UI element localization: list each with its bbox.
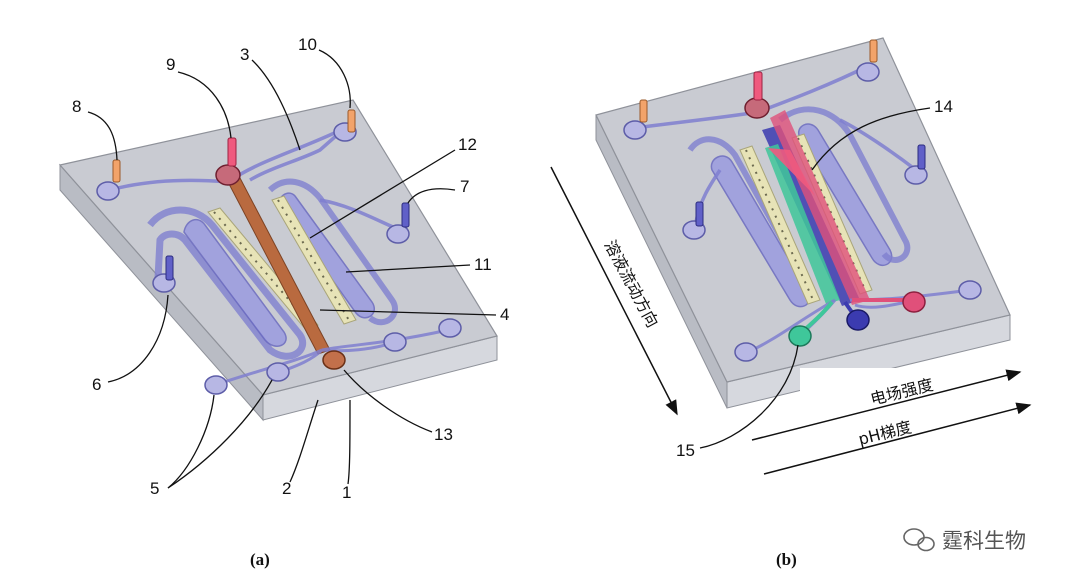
label-3: 3 [240,45,249,64]
reservoir-channel-left [183,218,287,347]
outlet-well-blue [846,309,870,331]
reservoir-well [204,375,228,395]
reservoir-channel-right [797,123,893,267]
caption-b: (b) [776,550,797,569]
electrode-dots-left [213,211,313,328]
reservoir-well [734,342,758,362]
pin-red [227,137,237,167]
outlet-well-green [788,325,812,347]
inlet-channel-network [634,63,918,223]
inlet-well [744,97,770,119]
reservoir-well [856,62,880,82]
reservoir-well [958,280,982,300]
label-6: 6 [92,375,101,394]
reservoir-channel-right [278,192,375,319]
ph-gradient-arrow [763,402,1032,475]
side-channel-right [778,106,911,263]
pin-orange [639,99,648,123]
side-channel-right [267,178,398,326]
leader-lines-a [87,49,497,489]
pin-blue [917,144,926,170]
side-channel-left [147,206,307,360]
pin-red [753,71,763,101]
label-1: 1 [342,483,351,502]
band-green [765,144,840,304]
label-12: 12 [458,135,477,154]
pin-orange [347,109,356,133]
leader-lines-b [699,107,931,449]
label-15: 15 [676,441,695,460]
reservoir-well [266,362,290,382]
label-7: 7 [460,177,469,196]
electrode-strip-right [271,195,357,325]
side-channel-left [687,136,813,292]
label-13: 13 [434,425,453,444]
reservoir-well [96,181,120,201]
watermark-text: 霆科生物 [942,529,1026,553]
label-11: 11 [474,255,492,274]
reservoir-well [383,332,407,352]
pin-orange [869,39,878,63]
reservoir-well [623,120,647,140]
pin-blue [401,202,410,228]
flow-direction-arrow [550,166,678,416]
pin-blue [165,255,174,281]
panel-b: 溶液流动方向 电场强度 pH梯度 14 15 (b) [550,37,1040,569]
label-8: 8 [72,97,81,116]
reservoir-well [438,318,462,338]
label-4: 4 [500,305,509,324]
reservoir-well [386,224,410,244]
outlet-well-brown [322,350,346,370]
reservoir-well [904,165,928,185]
field-strength-arrow [751,369,1022,441]
panel-a: 8 9 3 10 12 7 11 4 6 13 5 2 1 (a) [58,35,509,569]
watermark: 霆科生物 [903,528,1026,553]
label-2: 2 [282,479,291,498]
label-9: 9 [166,55,175,74]
outlet-well-red [902,291,926,313]
label-14: 14 [934,97,953,116]
label-backdrop [800,368,1040,416]
electrode-strip-left [739,145,821,305]
inlet-channel-network [109,126,401,232]
ph-gradient-label: pH梯度 [856,417,913,449]
wechat-icon [903,528,935,552]
pin-orange [112,159,121,183]
band-red [770,110,870,305]
red-wedge [768,148,815,196]
label-5: 5 [150,479,159,498]
pin-blue [695,201,704,227]
label-10: 10 [298,35,317,54]
caption-a: (a) [250,550,270,569]
inlet-well-red [215,164,241,186]
